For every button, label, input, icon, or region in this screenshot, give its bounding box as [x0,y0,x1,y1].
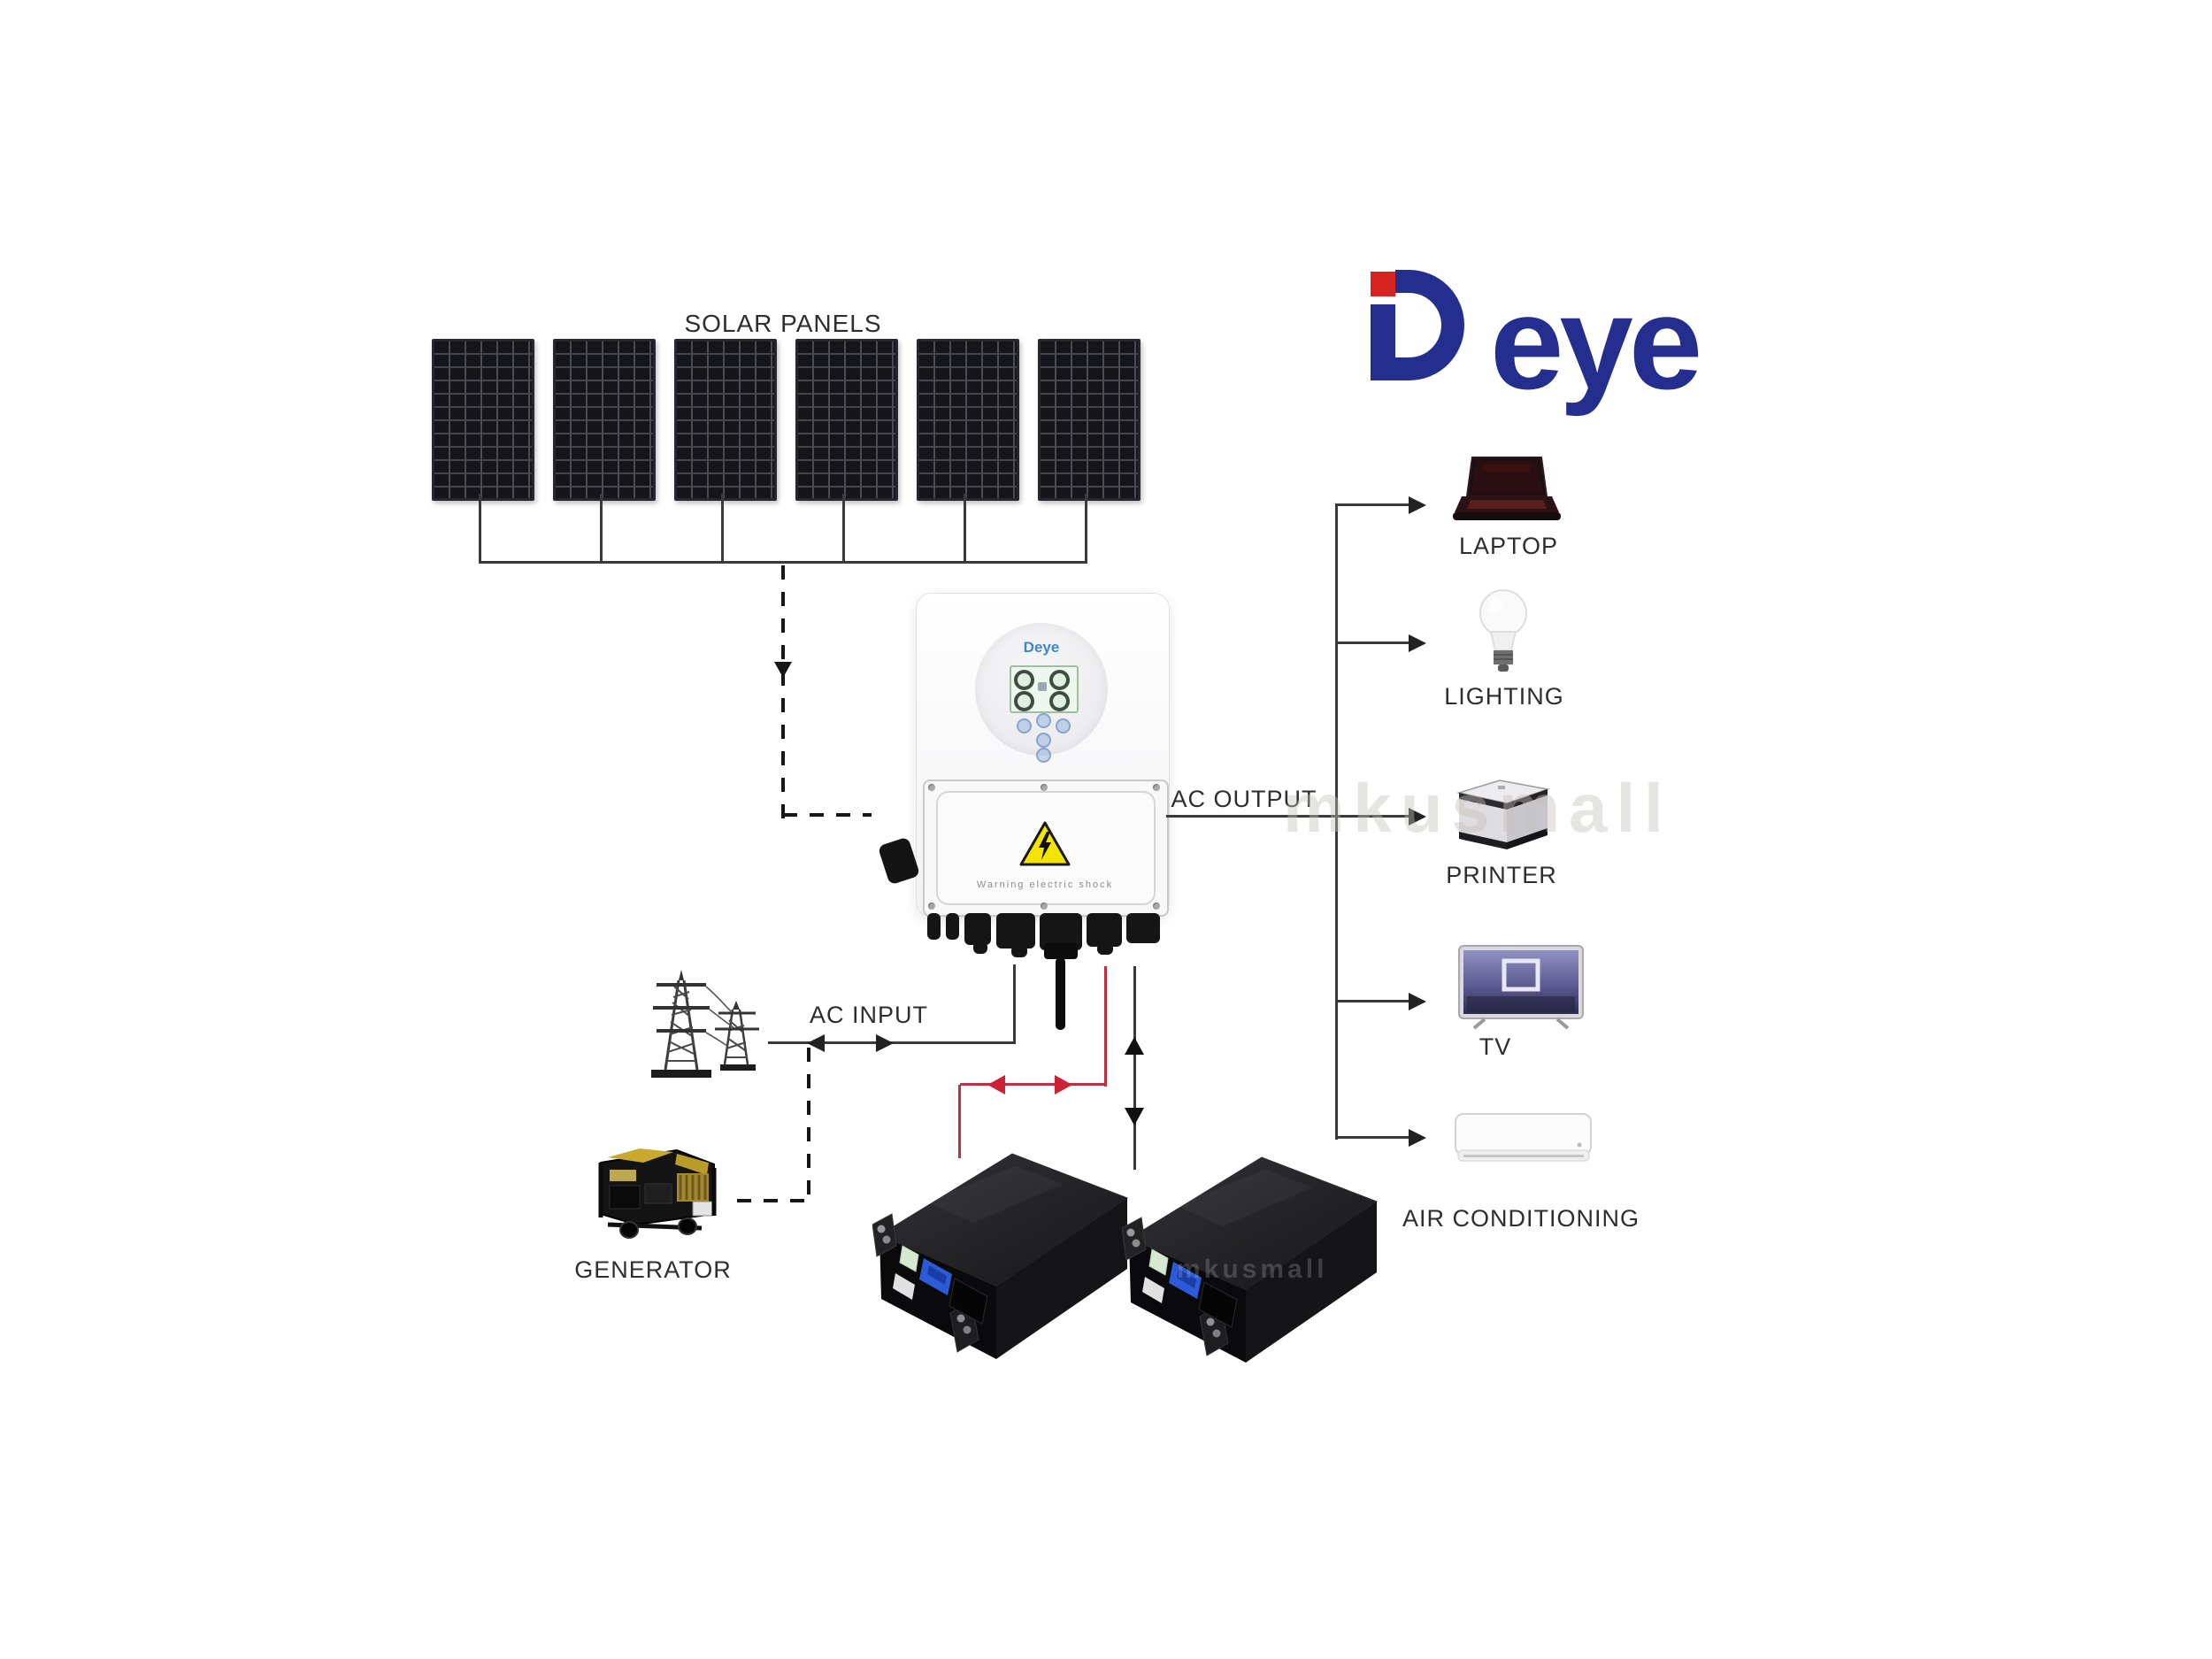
lighting-arrow [1409,634,1426,652]
main-cable-connector [1044,943,1078,959]
ac-arrow [1409,1129,1426,1147]
battery-arrow-down [1125,1108,1144,1125]
pv-string-wire [479,494,481,564]
pv-string-wire [600,494,603,564]
air-conditioning-label: AIR CONDITIONING [1402,1205,1640,1232]
generator-dashed-wire [737,1199,809,1202]
battery-unit [1122,1156,1379,1363]
cable-gland [1087,913,1122,947]
lighting-icon [1479,589,1527,672]
lighting-branch-wire [1336,641,1410,644]
lcd-pv-icon [1014,670,1034,690]
printer-icon [1456,780,1550,849]
inverter-button[interactable] [1036,733,1051,748]
laptop-arrow [1409,496,1426,514]
screw-icon [1041,784,1048,791]
battery-red-arrow-left [987,1075,1005,1094]
utility-towers-icon [651,970,759,1078]
pv-dc-dashed-wire [781,565,785,818]
battery-black-wire [1133,966,1136,1170]
pv-string-wire [1085,494,1087,564]
battery-red-arrow-right [1055,1075,1072,1094]
solar-panels-label: SOLAR PANELS [684,310,882,337]
printer-label: PRINTER [1446,862,1557,888]
battery-red-wire [1104,966,1107,1087]
screw-icon [1153,784,1160,791]
inverter-side-switch[interactable] [877,836,921,886]
deye-logo-red-dot [1371,272,1395,296]
battery-red-wire [958,1085,961,1158]
generator-icon [598,1148,717,1239]
lighting-label: LIGHTING [1444,683,1564,710]
main-cable [1056,957,1065,1030]
pv-bus-wire [479,561,1087,564]
screw-icon [1041,902,1048,910]
battery-arrow-up [1125,1037,1144,1055]
ac-input-label: AC INPUT [809,1002,929,1028]
cable-gland [927,913,941,940]
inverter-brand-label: Deye [1023,639,1060,656]
ac-input-arrow-right [876,1034,894,1052]
electric-shock-warning-icon [1019,821,1071,866]
solar-panel [917,339,1019,501]
solar-panel [432,339,534,501]
screw-icon [928,784,935,791]
printer-arrow [1409,808,1426,826]
inverter-button[interactable] [1036,713,1051,728]
cable-gland-tip [973,941,987,954]
lcd-center-glyph [1038,682,1047,691]
cable-gland [946,913,959,940]
cable-gland-tip [1011,945,1027,957]
lcd-battery-icon [1014,691,1034,711]
inverter-button[interactable] [1017,718,1032,733]
pv-flow-arrow [774,662,792,678]
solar-panel [674,339,777,501]
screw-icon [928,902,935,910]
solar-panel [795,339,898,501]
lcd-load-icon [1049,691,1070,711]
solar-panel [553,339,656,501]
laptop-branch-wire [1336,503,1410,506]
ac-output-label: AC OUTPUT [1171,786,1317,812]
laptop-icon [1453,457,1561,520]
ac-branch-wire [1336,1136,1410,1139]
pv-string-wire [842,494,845,564]
air-conditioner-icon [1455,1113,1592,1162]
ac-input-arrow-left [807,1034,825,1052]
generator-dashed-wire [807,1048,810,1201]
deye-logo-bowl [1395,270,1464,380]
cable-gland [964,913,991,945]
tv-icon [1458,945,1584,1030]
pv-dc-dashed-wire [783,813,872,817]
deye-logo-stem [1371,304,1395,380]
cable-gland-tip [1097,943,1113,955]
lcd-grid-icon [1049,670,1070,690]
battery-unit [872,1153,1129,1359]
inverter-warning-text: Warning electric shock [976,879,1114,890]
battery-red-wire [960,1083,1107,1086]
tv-label: TV [1479,1033,1512,1060]
tv-branch-wire [1336,1000,1410,1002]
laptop-label: LAPTOP [1458,533,1559,559]
pv-string-wire [964,494,966,564]
generator-label: GENERATOR [574,1256,732,1283]
load-bus-wire [1335,503,1338,1140]
inverter-button[interactable] [1056,718,1071,733]
ac-input-riser-wire [1013,964,1016,1044]
solar-panel [1038,339,1141,501]
screw-icon [1153,902,1160,910]
cable-gland [1126,913,1160,943]
ac-output-wire [1166,815,1410,818]
pv-string-wire [721,494,724,564]
inverter-button[interactable] [1036,748,1051,763]
tv-arrow [1409,993,1426,1010]
cable-gland [996,913,1035,949]
deye-wordmark: eye [1490,268,1702,417]
